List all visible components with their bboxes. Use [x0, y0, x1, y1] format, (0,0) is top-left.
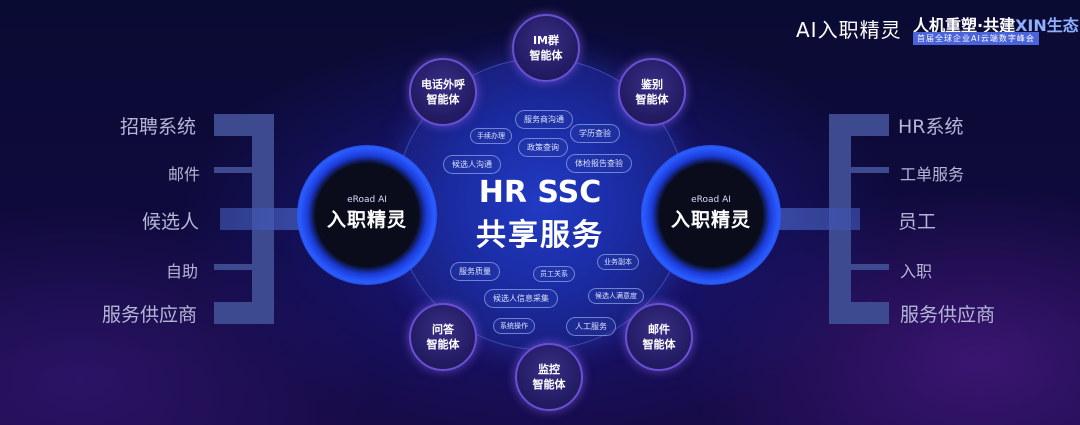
agent-sublabel: 智能体 — [529, 49, 563, 62]
agent-im-group: IM群 智能体 — [512, 14, 580, 82]
right-label-hr-system: HR系统 — [898, 116, 964, 138]
service-pill: 业务副本 — [597, 254, 639, 270]
agent-qa: 问答 智能体 — [409, 303, 477, 371]
agent-label: 邮件 — [648, 323, 670, 336]
left-tick-2 — [214, 264, 254, 270]
agent-verification: 鉴别 智能体 — [618, 58, 686, 126]
left-bracket-bottom — [214, 302, 274, 324]
right-bracket-top — [829, 114, 889, 136]
left-tick-1 — [214, 167, 254, 173]
agent-sublabel: 智能体 — [426, 93, 460, 106]
slogan-part-b: XIN生态 — [1015, 16, 1079, 35]
right-label-onboarding: 入职 — [900, 262, 933, 281]
agent-sublabel: 智能体 — [426, 338, 460, 351]
service-pill: 系统操作 — [493, 318, 535, 334]
left-hub-title: 入职精灵 — [326, 209, 407, 231]
agent-label: IM群 — [532, 34, 560, 47]
right-label-employee: 员工 — [898, 211, 937, 233]
service-pill: 候选人信息采集 — [484, 289, 558, 308]
agent-label: 问答 — [432, 323, 454, 336]
right-hub-title: 入职精灵 — [670, 209, 751, 231]
service-pill: 候选人沟通 — [443, 155, 501, 174]
service-pill: 学历查验 — [570, 124, 620, 143]
brand-slogan: 人机重塑·共建XIN生态 — [913, 12, 1079, 36]
right-onboarding-elf-hub — [641, 145, 781, 285]
right-bracket-bottom — [829, 302, 889, 324]
agent-phone-call: 电话外呼 智能体 — [409, 58, 477, 126]
right-tick-2 — [849, 264, 889, 270]
hub-title-line2: 共享服务 — [476, 218, 604, 253]
service-pill: 手续办理 — [470, 128, 512, 144]
left-label-email: 邮件 — [168, 165, 201, 184]
agent-sublabel: 智能体 — [532, 378, 566, 391]
service-pill: 政策查询 — [518, 138, 568, 157]
service-pill: 体检报告查验 — [566, 154, 632, 173]
right-tick-1 — [849, 167, 889, 173]
service-pill: 服务商沟通 — [515, 110, 573, 129]
service-pill: 候选人满意度 — [588, 288, 644, 304]
agent-label: 监控 — [538, 363, 560, 376]
left-label-self-service: 自助 — [166, 262, 199, 281]
service-pill: 人工服务 — [566, 317, 616, 336]
left-onboarding-elf-hub — [297, 145, 437, 285]
service-pill: 服务质量 — [450, 262, 500, 281]
service-pill: 员工关系 — [533, 266, 575, 282]
brand-title: AI入职精灵 — [796, 18, 902, 42]
agent-label: 鉴别 — [641, 78, 663, 91]
left-label-provider: 服务供应商 — [102, 304, 198, 326]
left-label-candidate: 候选人 — [142, 211, 200, 233]
hub-title-line1: HR SSC — [478, 175, 602, 210]
slogan-part-a: 人机重塑·共建 — [913, 16, 1016, 35]
right-label-provider: 服务供应商 — [900, 304, 996, 326]
agent-label: 电话外呼 — [421, 78, 465, 91]
agent-monitor: 监控 智能体 — [515, 343, 583, 411]
brand-subtitle: 首届全球企业AI云端数字峰会 — [913, 32, 1039, 45]
right-hub-caption: eRoad AI — [691, 195, 731, 205]
left-bracket-top — [214, 114, 274, 136]
right-label-ticket-service: 工单服务 — [900, 165, 965, 184]
left-hub-caption: eRoad AI — [347, 195, 387, 205]
agent-sublabel: 智能体 — [635, 93, 669, 106]
agent-email: 邮件 智能体 — [625, 303, 693, 371]
agent-sublabel: 智能体 — [642, 338, 676, 351]
left-label-recruit-system: 招聘系统 — [120, 116, 197, 138]
